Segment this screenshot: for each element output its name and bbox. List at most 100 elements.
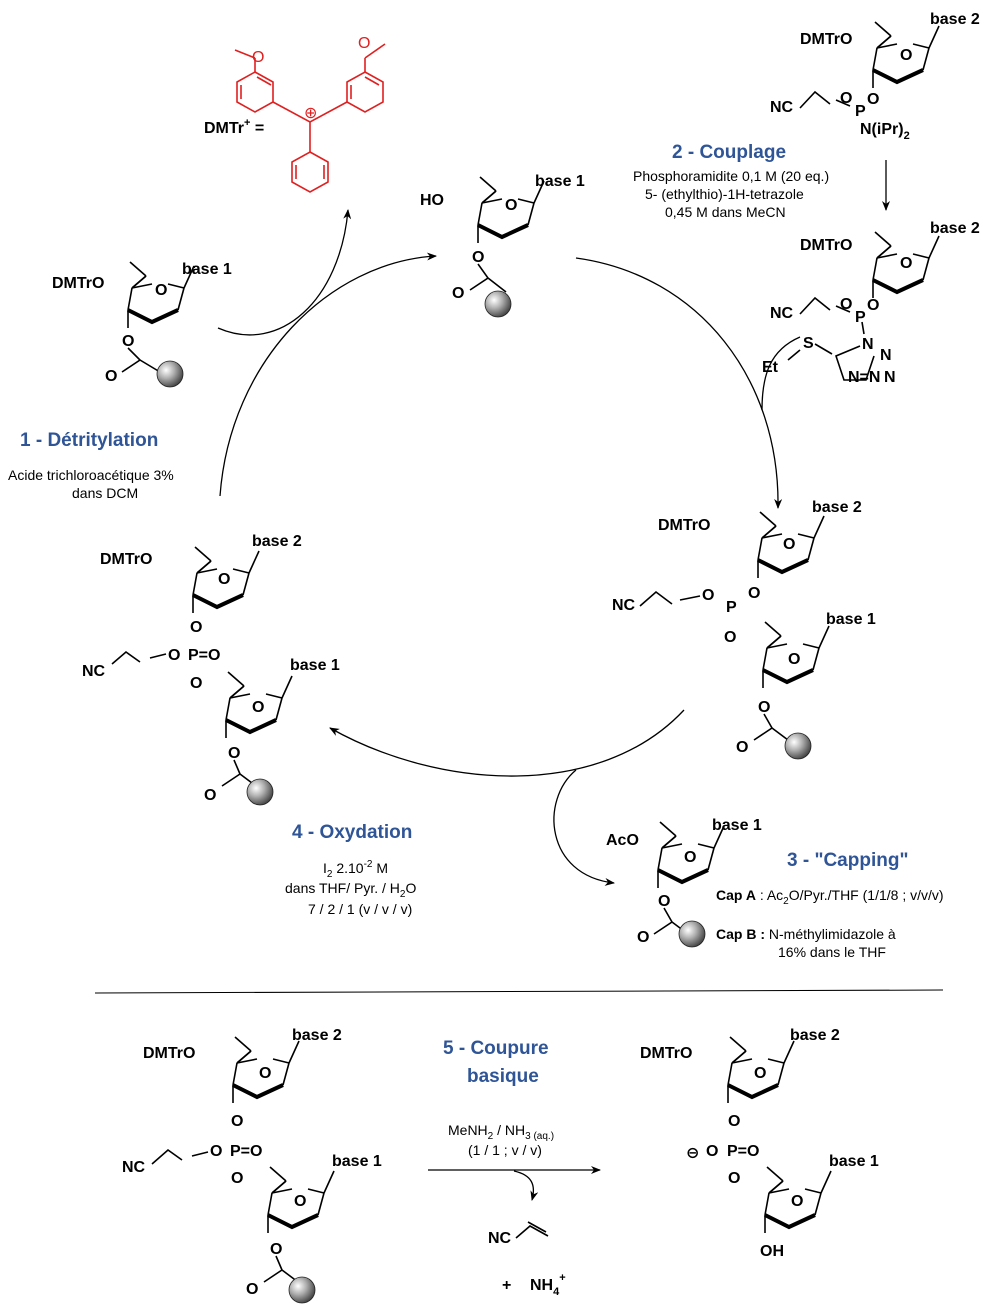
svg-text:AcO: AcO [606,832,639,849]
svg-text:O: O [728,1170,740,1187]
svg-text:O: O [706,1143,718,1160]
svg-text:base 1: base 1 [829,1153,879,1170]
svg-text:OH: OH [760,1243,784,1260]
svg-text:O: O [867,91,879,108]
svg-text:base 2: base 2 [292,1027,342,1044]
svg-text:NC: NC [612,597,636,614]
svg-text:Cap B : N-méthylimidazole à: Cap B : N-méthylimidazole à [716,926,896,942]
svg-text:N(iPr)2: N(iPr)2 [860,121,910,142]
step2-title: 2 - Couplage [672,142,786,163]
svg-text:NC: NC [82,663,106,680]
svg-text:base 2: base 2 [812,499,862,516]
svg-text:O: O [122,333,134,350]
svg-text:O: O [505,197,517,214]
svg-text:O: O [758,699,770,716]
phosphite-dinucleotide: O DMTrO base 2 O P O NC O O base 1 O O [612,499,876,760]
phosphotriester-dinucleotide: O DMTrO base 2 O P=O O NC O O base 1 O O [82,533,340,806]
svg-text:7 / 2 / 1 (v / v / v): 7 / 2 / 1 (v / v / v) [308,901,412,917]
capped-nucleoside: O AcO base 1 O O [606,817,762,948]
svg-text:O: O [637,929,649,946]
svg-text:base 1: base 1 [332,1153,382,1170]
svg-text:Phosphoramidite 0,1 M (20 eq.): Phosphoramidite 0,1 M (20 eq.) [633,168,829,184]
svg-text:O: O [754,1065,766,1082]
svg-text:Acide trichloroacétique 3%: Acide trichloroacétique 3% [8,467,174,483]
svg-text:O: O [728,1113,740,1130]
starting-nucleoside: O DMTrO base 1 O O [52,260,232,388]
svg-text:N: N [880,347,892,364]
svg-text:base 1: base 1 [290,657,340,674]
svg-text:P=O: P=O [727,1143,759,1160]
svg-text:NC: NC [122,1159,146,1176]
solid-support-bead [678,920,706,948]
svg-text:N=N: N=N [848,369,880,386]
svg-text:base 2: base 2 [252,533,302,550]
svg-text:O: O [788,651,800,668]
svg-text:base 2: base 2 [790,1027,840,1044]
svg-text:O: O [452,285,464,302]
svg-text:O: O [900,47,912,64]
step4-title: 4 - Oxydation [292,822,412,843]
svg-text:base 1: base 1 [535,173,585,190]
svg-text:P: P [855,103,866,120]
svg-text:O: O [204,787,216,804]
svg-text:O: O [168,647,180,664]
svg-text:O: O [190,675,202,692]
cycle-arrow-detritylation [219,252,437,497]
detritylated-nucleoside: O HO base 1 O O [420,173,585,318]
svg-text:DMTrO: DMTrO [100,551,152,568]
svg-text:O: O [252,699,264,716]
step1-title: 1 - Détritylation [20,430,158,451]
svg-text:base 2: base 2 [930,220,980,237]
section-divider [94,989,944,994]
svg-text:O: O [684,849,696,866]
svg-text:O: O [105,368,117,385]
svg-text:I2 2.10-2 M: I2 2.10-2 M [323,859,388,880]
svg-text:base 2: base 2 [930,11,980,28]
svg-text:P=O: P=O [230,1143,262,1160]
svg-text:N: N [884,369,896,386]
svg-text:O: O [702,587,714,604]
cycle-arrow-oxidation [329,709,685,777]
svg-text:O: O [294,1193,306,1210]
svg-text:NC: NC [770,99,794,116]
step5-title-line1: 5 - Coupure [443,1038,549,1059]
svg-text:O: O [867,297,879,314]
svg-text:NH4+: NH4+ [530,1272,566,1298]
svg-text:⊖: ⊖ [686,1145,699,1162]
svg-text:MeNH2 / NH3 (aq.): MeNH2 / NH3 (aq.) [448,1122,554,1142]
svg-text:P: P [855,309,866,326]
svg-text:+: + [502,1277,511,1294]
dmtr-cation-structure: O O ⊕ DMTr+ = [204,35,386,193]
svg-text:N: N [862,336,874,353]
tetrazole-entry-arrow [761,336,801,411]
svg-text:HO: HO [420,192,444,209]
svg-text:P=O: P=O [188,647,220,664]
svg-text:O: O [736,739,748,756]
byproduct-arrow [513,1170,539,1201]
svg-text:NC: NC [770,305,794,322]
svg-text:O: O [724,629,736,646]
svg-text:0,45 M dans MeCN: 0,45 M dans MeCN [665,204,786,220]
dmtr-release-arrow [217,209,352,336]
phosphoramidite-monomer: O DMTrO base 2 O P O NC N(iPr)2 [770,11,980,142]
svg-text:O: O [472,249,484,266]
svg-text:base 1: base 1 [826,611,876,628]
svg-text:DMTrO: DMTrO [658,517,710,534]
svg-text:O: O [791,1193,803,1210]
svg-text:O: O [658,893,670,910]
protected-dinucleotide-on-support: O DMTrO base 2 O P=O O NC O O base 1 O O [122,1027,382,1304]
svg-text:O: O [259,1065,271,1082]
svg-text:16% dans le THF: 16% dans le THF [778,944,886,960]
svg-text:P: P [726,599,737,616]
cycle-arrow-coupling [575,257,783,509]
activated-tetrazolide: O DMTrO base 2 O P O NC N N N N=N S Et [762,220,980,386]
dmtr-plus-label: O [358,35,370,52]
step3-title: 3 - "Capping" [787,850,908,871]
svg-text:DMTrO: DMTrO [800,31,852,48]
svg-text:O: O [900,255,912,272]
svg-text:DMTrO: DMTrO [143,1045,195,1062]
step5-title-line2: basique [467,1066,539,1087]
svg-text:O: O [228,745,240,762]
acrylonitrile-byproduct: NC [488,1221,549,1247]
